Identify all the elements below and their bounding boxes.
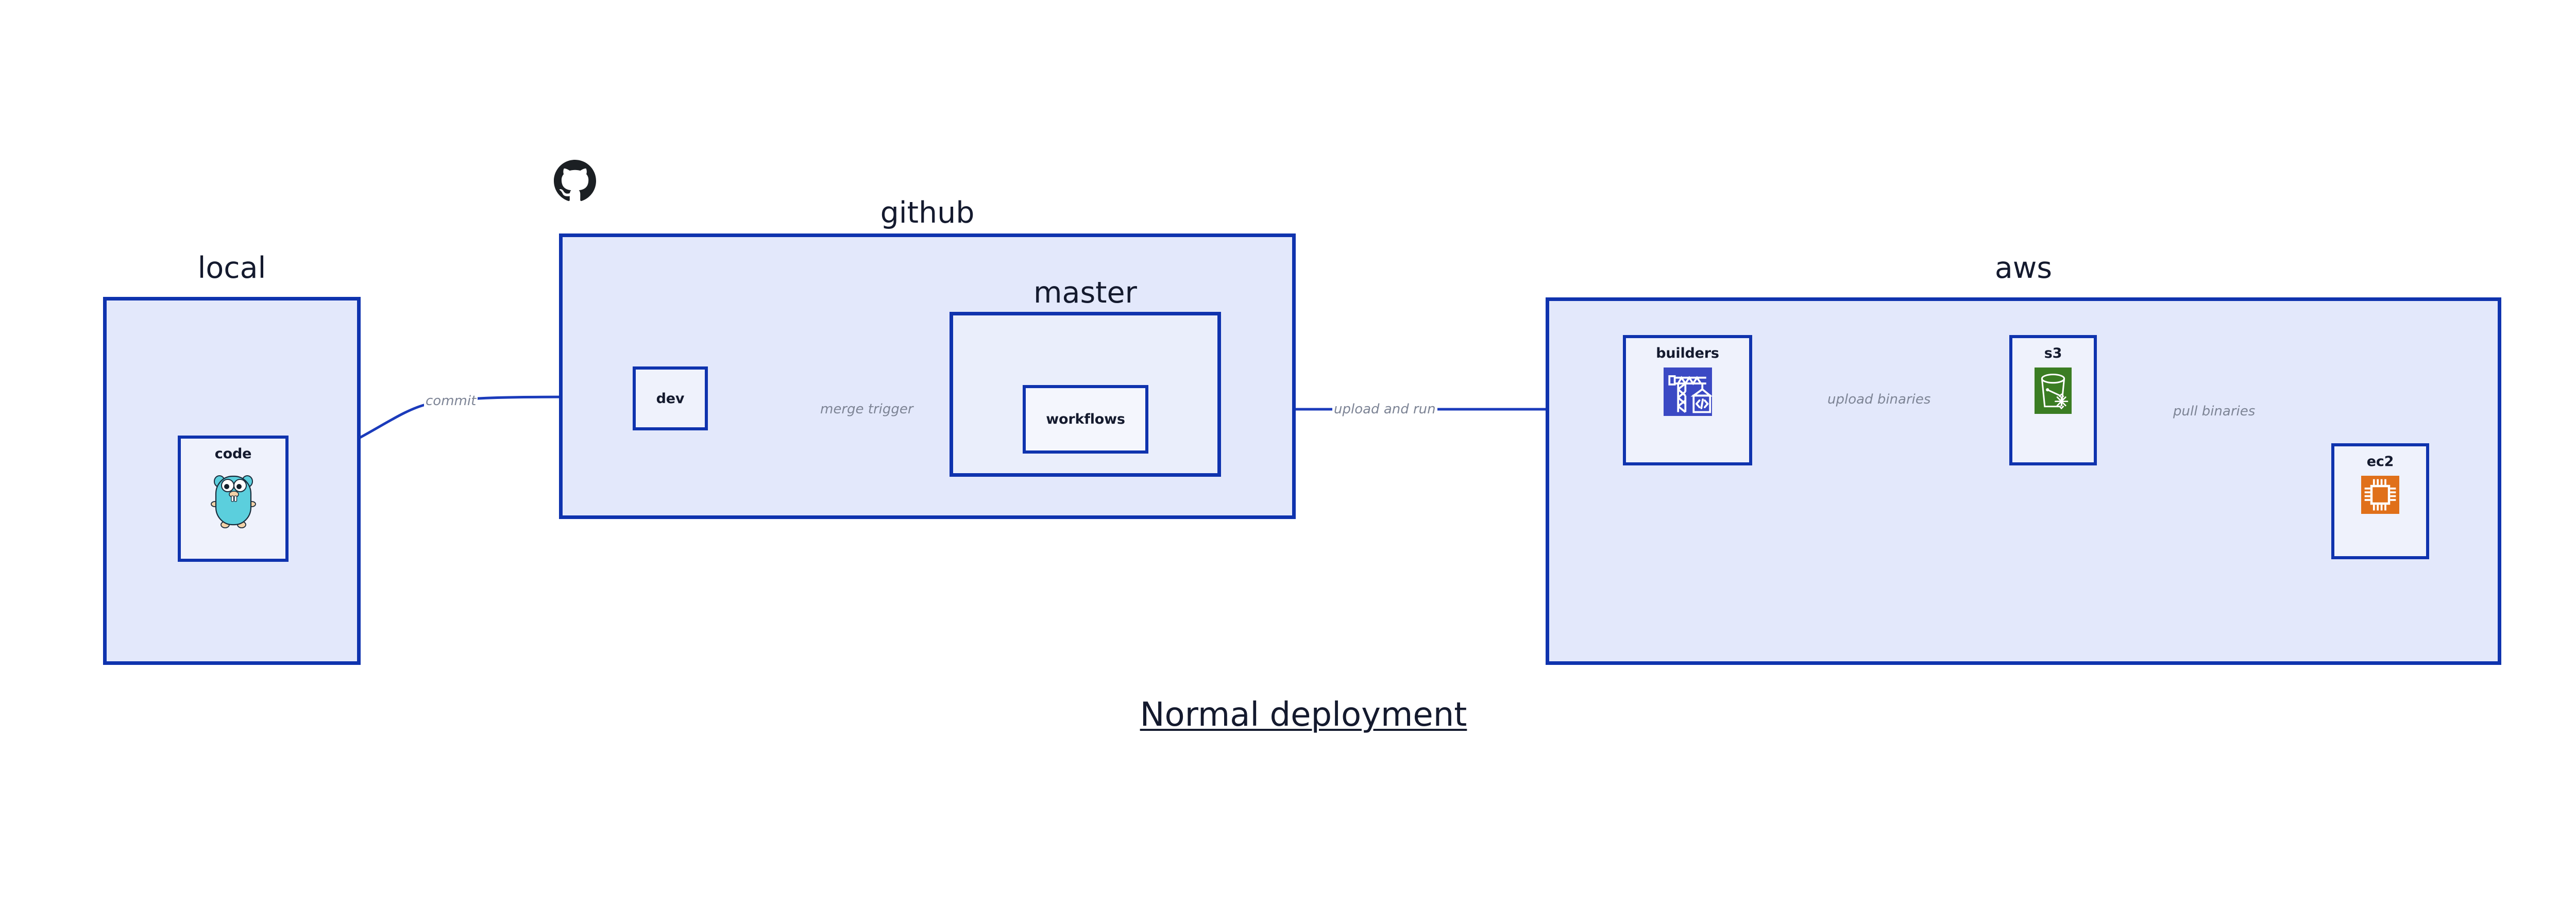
go-gopher-icon — [210, 468, 256, 531]
node-dev[interactable]: dev — [633, 366, 708, 430]
aws-codebuild-crane-icon — [1663, 368, 1713, 418]
edge-label-commit: commit — [424, 394, 478, 408]
edge-label-pull-binaries: pull binaries — [2172, 405, 2257, 418]
node-label-workflows: workflows — [1046, 411, 1125, 427]
figure-title: Normal deployment — [1140, 696, 1467, 734]
node-ec2[interactable]: ec2 — [2331, 443, 2429, 559]
node-workflows[interactable]: workflows — [1023, 385, 1148, 454]
edge-label-upload-binaries: upload binaries — [1826, 393, 1933, 406]
node-label-dev: dev — [656, 390, 685, 407]
group-label-aws: aws — [1994, 251, 2053, 285]
node-label-s3: s3 — [2044, 345, 2062, 361]
node-label-code: code — [214, 446, 252, 462]
node-s3[interactable]: s3 — [2009, 335, 2097, 465]
node-label-builders: builders — [1656, 345, 1719, 361]
group-label-github: github — [880, 196, 975, 230]
node-builders[interactable]: builders — [1623, 335, 1752, 465]
github-mark-icon — [554, 160, 596, 204]
edge-label-upload-and-run: upload and run — [1332, 403, 1437, 416]
aws-s3-bucket-snowflake-icon — [2035, 368, 2072, 416]
group-label-local: local — [197, 251, 266, 285]
node-label-ec2: ec2 — [2366, 454, 2394, 470]
group-label-master: master — [1033, 276, 1137, 310]
node-code[interactable]: code — [178, 436, 289, 562]
edge-label-merge-trigger: merge trigger — [819, 403, 915, 416]
aws-ec2-chip-icon — [2361, 476, 2399, 516]
